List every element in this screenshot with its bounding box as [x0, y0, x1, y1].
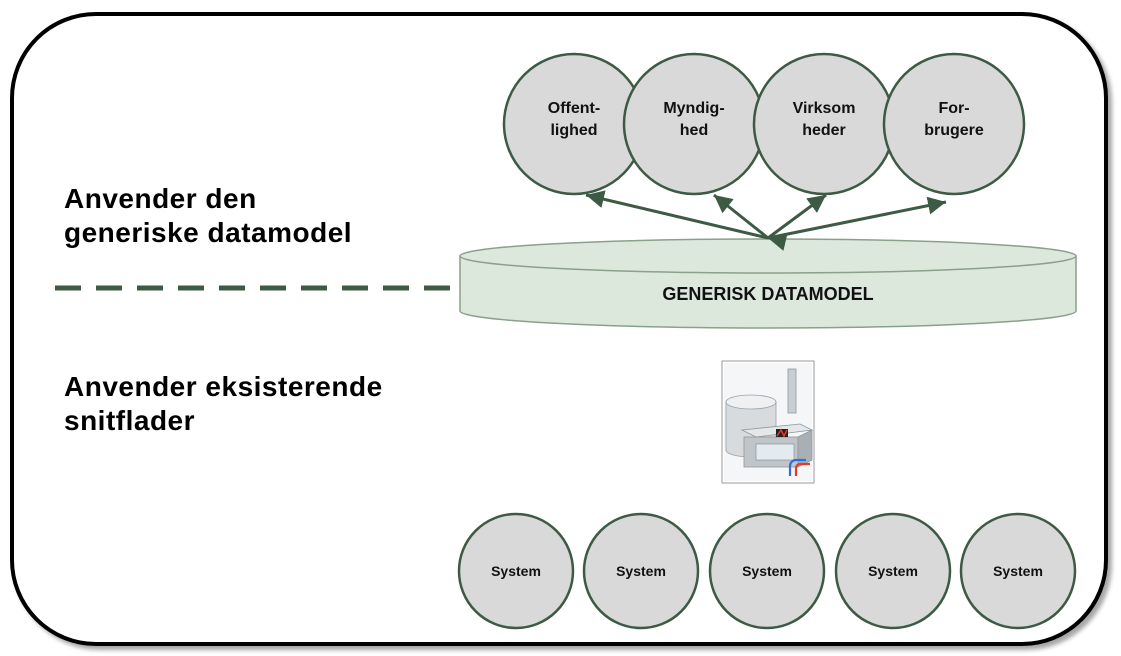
system-circle-3: [708, 512, 826, 630]
consumer-label-line1: Virksom: [792, 100, 856, 117]
heading-uses-existing-interfaces: Anvender eksisterende snitflader: [64, 370, 383, 438]
consumer-label-line2: heder: [802, 122, 846, 139]
arrow-to-offentlighed: [585, 190, 788, 251]
consumer-circles: [502, 52, 1026, 196]
consumer-label-line2: brugere: [924, 122, 984, 139]
system-circles: [457, 512, 1077, 630]
heading-top-line1: Anvender den: [64, 183, 257, 214]
heading-top-line2: generiske datamodel: [64, 217, 353, 248]
system-label-5: System: [993, 563, 1043, 579]
system-circle-4: [834, 512, 952, 630]
system-label-3: System: [742, 563, 792, 579]
system-label-1: System: [491, 563, 541, 579]
arrow-to-forbrugere: [767, 196, 947, 240]
integration-server-icon: [721, 360, 815, 484]
system-circle-2: [582, 512, 700, 630]
consumer-label-line1: Offent-: [547, 100, 601, 117]
arrow-to-myndighed: [713, 193, 769, 240]
consumer-label-line2: hed: [679, 122, 709, 139]
system-label-2: System: [616, 563, 666, 579]
system-circle-5: [959, 512, 1077, 630]
consumer-label-forbrugere: For- brugere: [899, 98, 1009, 142]
consumer-label-offentlighed: Offent- lighed: [519, 98, 629, 142]
connector-arrows: [585, 190, 947, 251]
datamodel-label: GENERISK DATAMODEL: [662, 284, 874, 304]
cylinder-body: [459, 255, 1077, 329]
heading-bottom-line1: Anvender eksisterende: [64, 371, 383, 402]
consumer-label-virksomheder: Virksom heder: [769, 98, 879, 142]
consumer-label-myndighed: Myndig- hed: [639, 98, 749, 142]
consumer-label-line1: For-: [938, 100, 970, 117]
heading-uses-generic-model: Anvender den generiske datamodel: [64, 182, 352, 250]
system-circle-1: [457, 512, 575, 630]
consumer-label-line2: lighed: [550, 122, 598, 139]
system-label-4: System: [868, 563, 918, 579]
consumer-label-line1: Myndig-: [663, 100, 725, 117]
consumer-circle-forbrugere: [882, 52, 1026, 196]
arrow-to-virksomheder: [767, 193, 827, 240]
cylinder-top: [459, 238, 1077, 274]
heading-bottom-line2: snitflader: [64, 405, 196, 436]
